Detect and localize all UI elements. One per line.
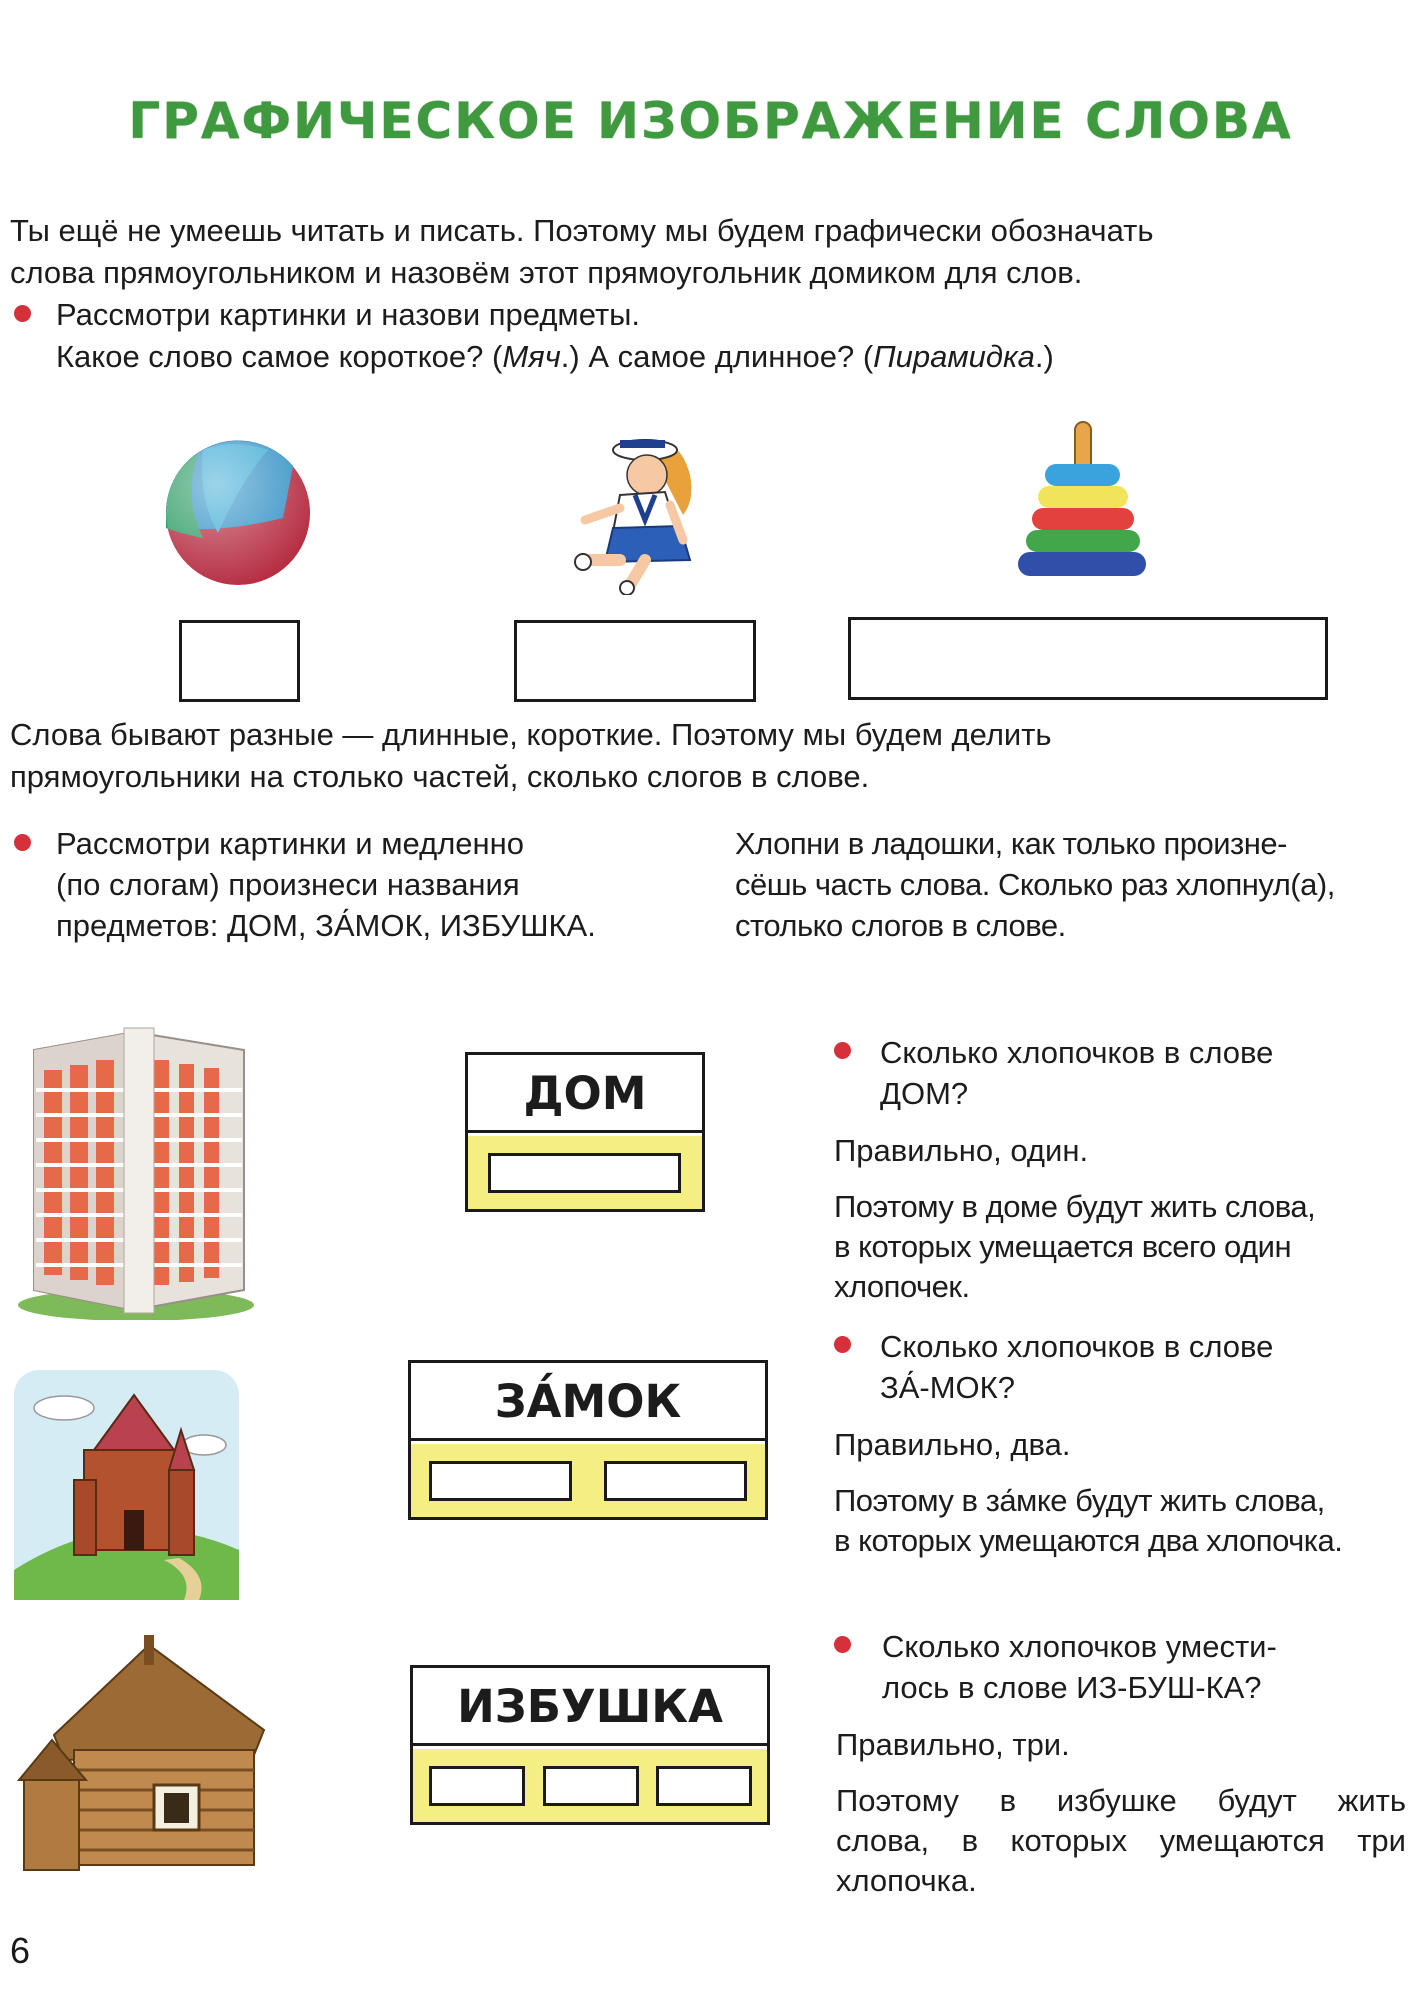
word-box-medium [514,620,756,702]
task-1-text: Рассмотри картинки и назови предметы. [56,297,641,332]
words-para-line-2: прямоугольники на столько частей, скольк… [10,759,870,794]
intro-line-2: слова прямоугольником и назовём этот пря… [10,255,1083,290]
syllable-room [429,1461,572,1501]
bullet-icon [834,1636,851,1653]
house-1-explain-2: в которых умещается всего один [834,1229,1292,1264]
page-title: ГРАФИЧЕСКОЕ ИЗОБРАЖЕНИЕ СЛОВА [128,92,1293,150]
syllable-room [488,1153,681,1193]
ball-picture [165,440,310,585]
house-3-explain-3: хлопочка. [836,1863,977,1898]
words-para-line-1: Слова бывают разные — длинные, короткие.… [10,717,1052,752]
word-house-label: ЗА́МОК [411,1363,765,1441]
bullet-icon [834,1042,851,1059]
house-1-explain-3: хлопочек. [834,1269,970,1304]
task-2-left-2: (по слогам) произнеси названия [56,867,520,902]
word-house-izbushka: ИЗБУШКА [410,1665,770,1825]
word-box-long [848,617,1328,700]
task-2-right-1: Хлопни в ладошки, как только произне- [735,826,1287,861]
task-2-left-1: Рассмотри картинки и медленно [56,826,524,861]
task-2-right-2: сёшь часть слова. Сколько раз хлопнул(а)… [735,867,1335,902]
intro-line-1: Ты ещё не умеешь читать и писать. Поэтом… [10,213,1154,248]
task-1-question: Какое слово самое короткое? (Мяч.) А сам… [56,339,1054,374]
house-1-question-1: Сколько хлопочков в слове [880,1035,1274,1070]
syllable-room [656,1766,752,1806]
house-2-explain-1: Поэтому в за́мке будут жить слова, [834,1483,1325,1518]
castle-picture [14,1370,239,1600]
house-2-explain-2: в которых умещаются два хлопочка. [834,1523,1343,1558]
hut-picture [16,1635,266,1871]
house-1-explain-1: Поэтому в доме будут жить слова, [834,1189,1316,1224]
word-house-label: ИЗБУШКА [413,1668,767,1746]
word-house-label: ДОМ [468,1055,702,1133]
word-house-floor [468,1136,702,1209]
word-house-floor [413,1749,767,1822]
word-house-dom: ДОМ [465,1052,705,1212]
syllable-room [604,1461,747,1501]
word-house-zamok: ЗА́МОК [408,1360,768,1520]
task-2-right-3: столько слогов в слове. [735,908,1066,943]
house-3-explain-2: слова, в которых умещаются три [836,1823,1406,1858]
page-number: 6 [10,1930,31,1971]
doll-picture [574,439,692,595]
house-2-question-1: Сколько хлопочков в слове [880,1329,1274,1364]
bullet-icon [834,1336,851,1353]
house-3-question-2: лось в слове ИЗ-БУШ-КА? [882,1670,1262,1705]
house-2-question-2: ЗА́-МОК? [880,1370,1015,1405]
task-2-left-3: предметов: ДОМ, ЗА́МОК, ИЗБУШКА. [56,908,596,943]
house-1-question-2: ДОМ? [880,1076,969,1111]
house-3-question-1: Сколько хлопочков умести- [882,1629,1277,1664]
house-1-answer: Правильно, один. [834,1133,1089,1168]
house-3-explain-1: Поэтому в избушке будут жить [836,1783,1406,1818]
house-2-answer: Правильно, два. [834,1427,1071,1462]
word-box-short [179,620,300,702]
pyramid-toy-picture [1018,421,1146,576]
bullet-icon [14,834,31,851]
bullet-icon [14,305,31,322]
building-picture [18,1027,254,1320]
syllable-room [543,1766,639,1806]
word-house-floor [411,1444,765,1517]
syllable-room [429,1766,525,1806]
house-3-answer: Правильно, три. [836,1727,1070,1762]
